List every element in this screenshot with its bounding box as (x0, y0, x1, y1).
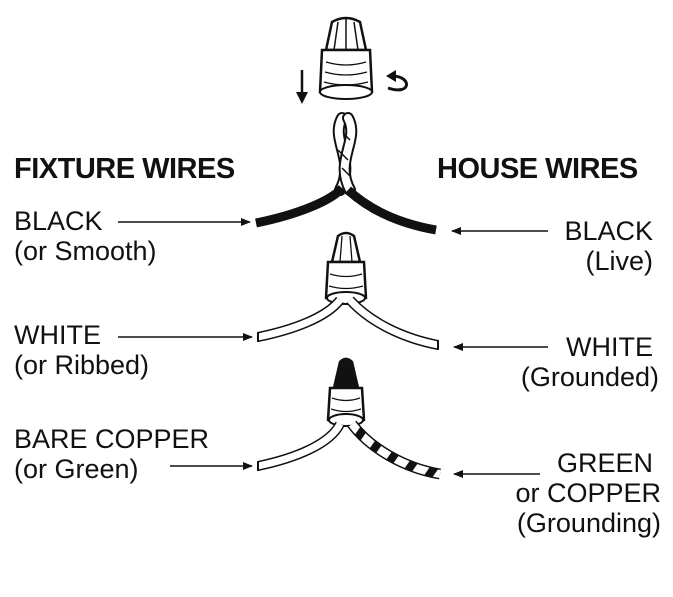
fixture-wires-heading: FIXTURE WIRES (14, 153, 235, 185)
fixture-black-alt-label: (or Smooth) (14, 236, 157, 266)
ground-wires (256, 420, 441, 480)
top-wire-nut-icon (318, 16, 374, 100)
fixture-white-label: WHITE (14, 320, 101, 350)
bottom-wire-nut-icon (326, 357, 366, 427)
twisted-wires (332, 112, 358, 196)
black-wires (255, 184, 437, 235)
rotate-clockwise-icon (386, 70, 408, 92)
house-white-alt-label: (Grounded) (520, 362, 659, 392)
house-black-label: BLACK (564, 216, 653, 246)
house-ground-alt2-label: (Grounding) (516, 508, 661, 538)
fixture-black-label: BLACK (14, 206, 103, 236)
house-ground-label: GREEN (556, 448, 653, 478)
house-ground-alt-label: or COPPER (515, 478, 661, 508)
label-arrows (118, 218, 548, 478)
middle-wire-nut-icon (324, 231, 368, 305)
house-wires-heading: HOUSE WIRES (437, 153, 638, 185)
fixture-white-alt-label: (or Ribbed) (14, 350, 150, 380)
arrow-down-icon (296, 70, 308, 104)
house-white-label: WHITE (566, 332, 653, 362)
house-black-alt-label: (Live) (585, 246, 653, 276)
white-wires (256, 296, 439, 350)
fixture-copper-label: BARE COPPER (14, 424, 210, 454)
fixture-copper-alt-label: (or Green) (14, 454, 139, 484)
